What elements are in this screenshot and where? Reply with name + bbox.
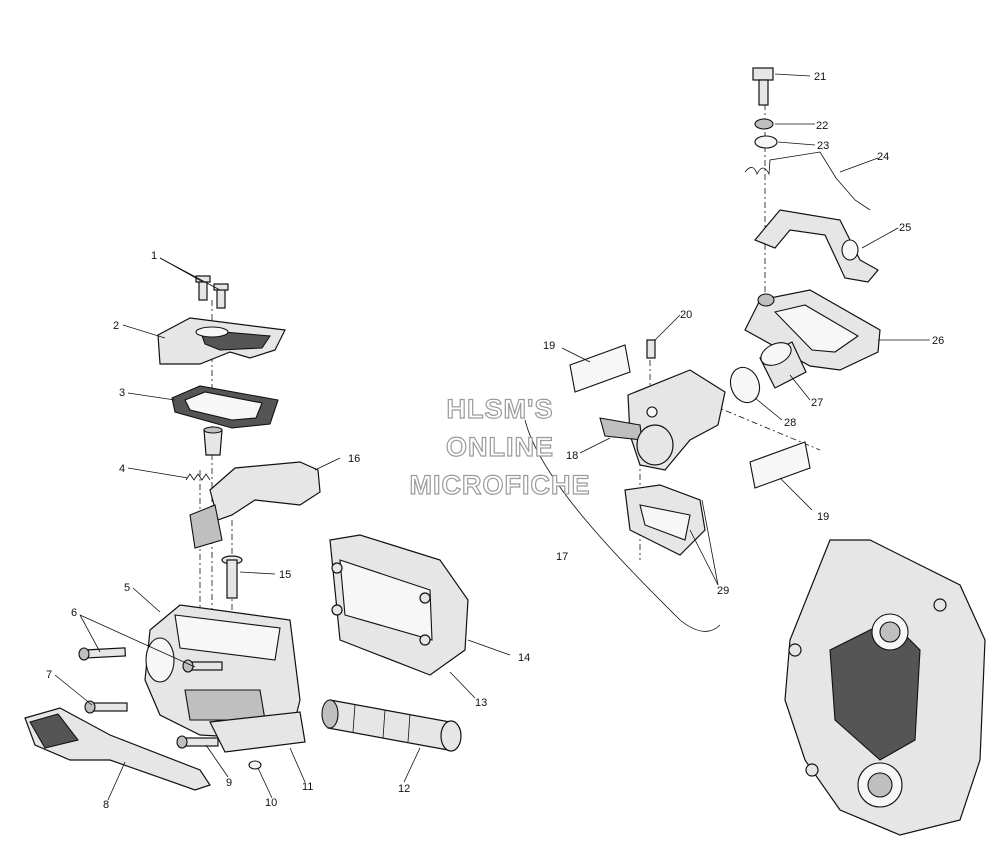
callout-6: 6: [71, 607, 77, 619]
callout-1: 1: [151, 250, 157, 262]
part-12-cylinder: [321, 699, 462, 752]
callout-4: 4: [119, 463, 125, 475]
part-26-frame: [744, 289, 881, 371]
leader-lines: [54, 73, 930, 801]
callout-5: 5: [124, 582, 130, 594]
callout-21: 21: [814, 71, 826, 83]
part-15-pin: [221, 555, 243, 599]
part-22-washer: [754, 118, 774, 130]
part-29-brake-pads: [624, 484, 706, 556]
callout-28: 28: [784, 417, 796, 429]
callout-23: 23: [817, 140, 829, 152]
part-25-bracket: [754, 209, 879, 283]
callout-15: 15: [279, 569, 291, 581]
watermark-line-3: MICROFICHE: [410, 470, 591, 500]
callout-24: 24: [877, 151, 889, 163]
callout-9: 9: [226, 777, 232, 789]
callout-16: 16: [348, 453, 360, 465]
callout-19b: 19: [817, 511, 829, 523]
part-18-caliper: [599, 369, 726, 471]
callout-20: 20: [680, 309, 692, 321]
plunger: [203, 426, 223, 456]
part-13-14-cover: [329, 534, 469, 676]
part-27-bushing: [759, 341, 807, 389]
part-8-brake-lever: [24, 707, 211, 791]
callout-22: 22: [816, 120, 828, 132]
part-24-spring: [744, 151, 871, 211]
callout-numbers: 1 2 3 4 5 6 7 8 9 10 11 12 13 14 15 16 1…: [46, 71, 944, 811]
callout-3: 3: [119, 387, 125, 399]
callout-29: 29: [717, 585, 729, 597]
callout-13: 13: [475, 697, 487, 709]
watermark: HLSM'S ONLINE MICROFICHE: [409, 393, 591, 500]
part-19-strips: [569, 344, 811, 489]
part-11-bracket: [209, 711, 306, 753]
part-4-spring: [185, 473, 211, 481]
callout-2: 2: [113, 320, 119, 332]
callout-26: 26: [932, 335, 944, 347]
callout-8: 8: [103, 799, 109, 811]
callout-17: 17: [556, 551, 568, 563]
part-16-lever-arm: [189, 461, 321, 549]
part-20-bleeder: [646, 339, 656, 359]
part-10-clip: [248, 760, 262, 770]
callout-18: 18: [566, 450, 578, 462]
callout-27: 27: [811, 397, 823, 409]
part-23-washer: [754, 135, 778, 149]
callout-7: 7: [46, 669, 52, 681]
callout-14: 14: [518, 652, 530, 664]
callout-10: 10: [265, 797, 277, 809]
callout-11: 11: [302, 781, 313, 793]
part-28-o-ring: [729, 366, 761, 404]
watermark-line-1: HLSM'S: [447, 394, 554, 424]
callout-12: 12: [398, 783, 410, 795]
callout-25: 25: [899, 222, 911, 234]
chaincase-housing: [784, 539, 986, 836]
part-3-gasket: [171, 385, 279, 429]
part-5-housing: [144, 604, 301, 741]
bolts: [78, 647, 223, 749]
part-21-bolt: [752, 67, 774, 106]
callout-19a: 19: [543, 340, 555, 352]
watermark-line-2: ONLINE: [446, 432, 554, 462]
part-17-hose: [524, 419, 721, 632]
part-2-top-cover: [157, 317, 286, 365]
